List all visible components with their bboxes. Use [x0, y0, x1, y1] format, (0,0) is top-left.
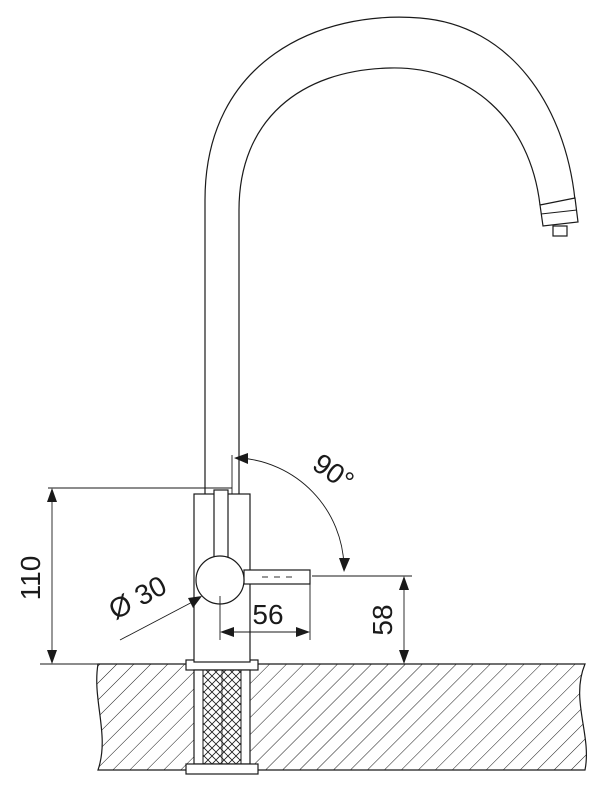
spout	[204, 16, 579, 494]
mounting-shank	[185, 659, 259, 775]
lever-length-label: 56	[252, 599, 283, 630]
dimension-lever-56: 56	[219, 584, 311, 640]
countertop-section	[96, 663, 587, 771]
dimension-lever-58: 58	[312, 575, 412, 665]
lever-handle	[195, 555, 311, 605]
dimension-angle-90: 90°	[231, 447, 360, 572]
angle-label: 90°	[307, 447, 359, 497]
lever-height-label: 58	[367, 604, 398, 635]
dimension-diameter-30: Ø 30	[103, 570, 202, 641]
height-label: 110	[15, 556, 46, 601]
diameter-label: Ø 30	[103, 570, 171, 626]
dimension-height-110: 110	[15, 487, 232, 665]
